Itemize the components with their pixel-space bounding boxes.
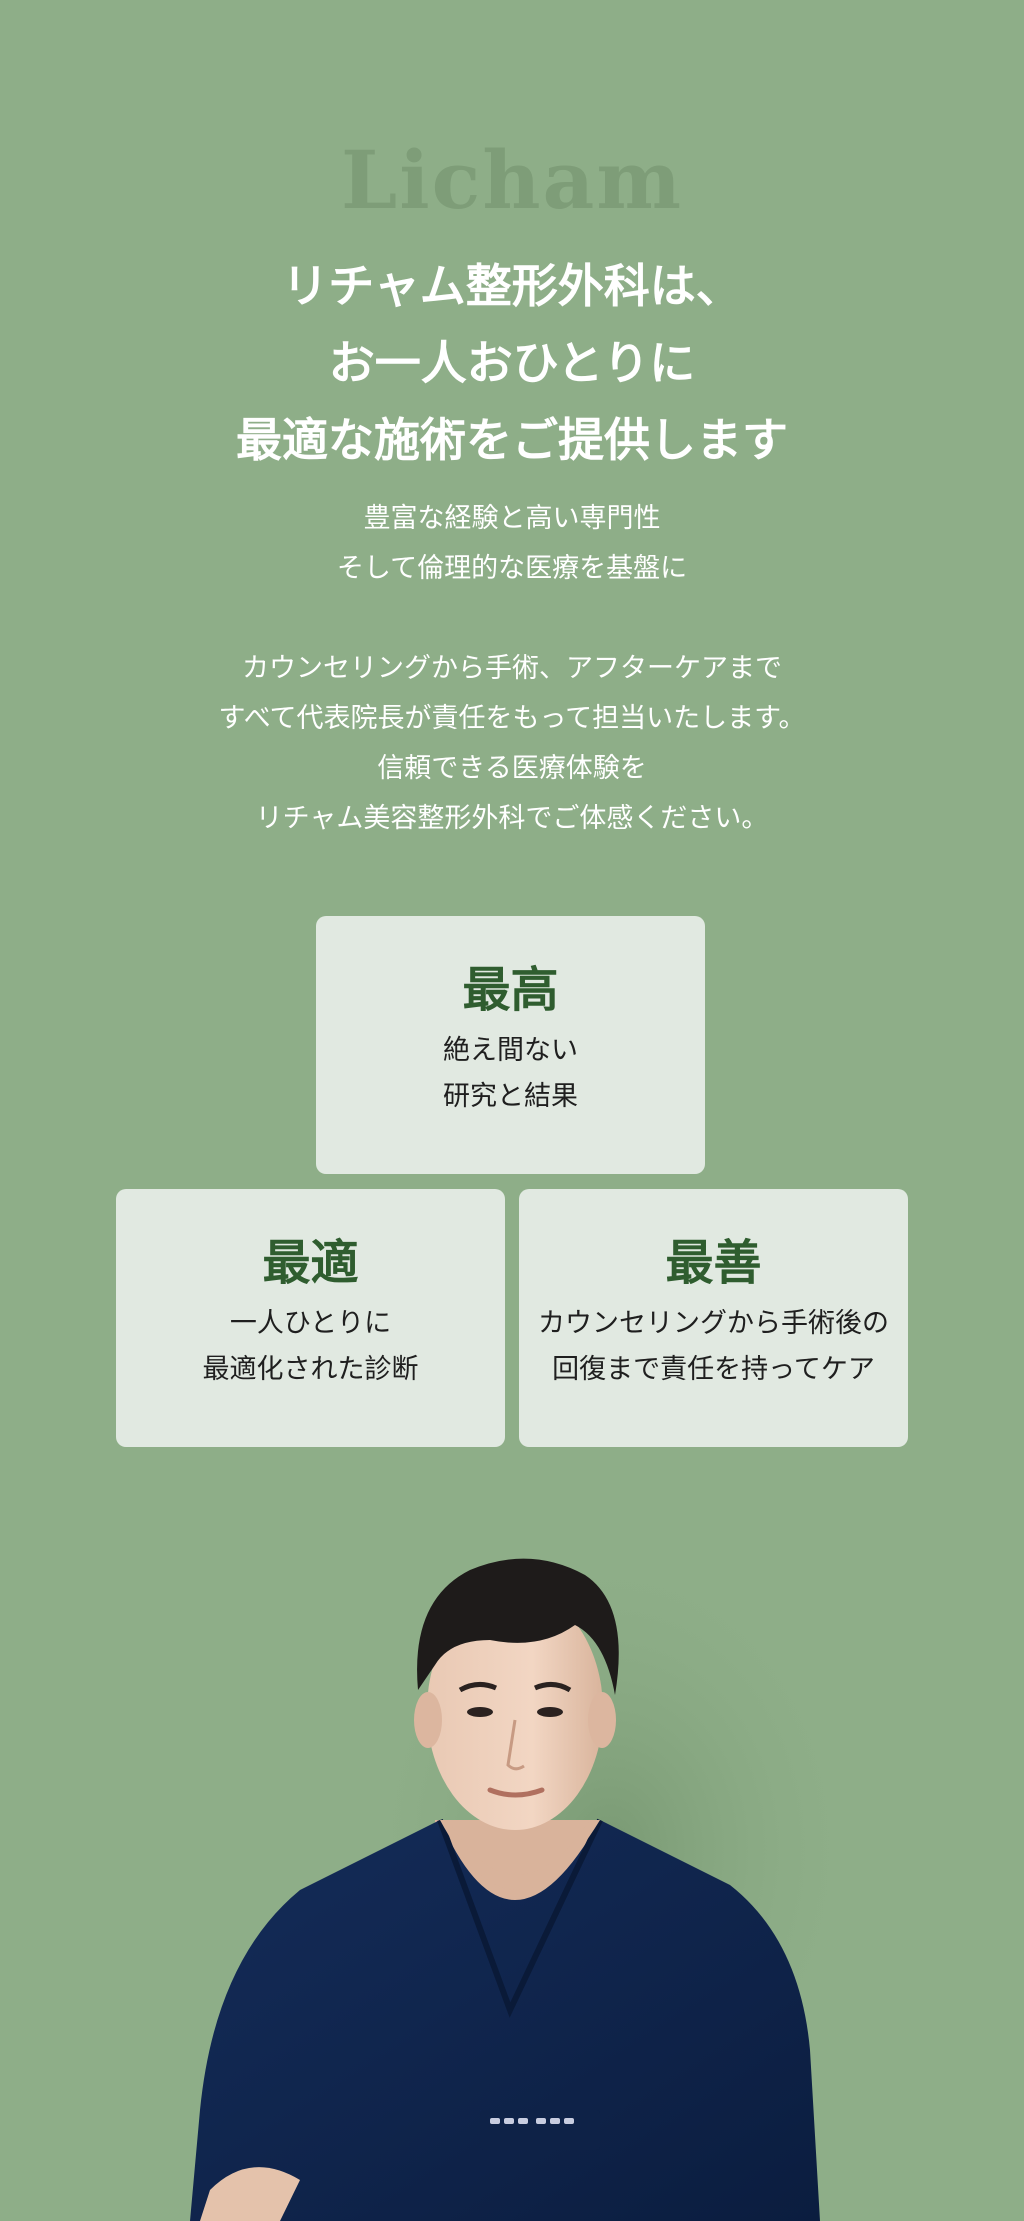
paragraph-gap	[0, 594, 1024, 644]
right-eyebrow	[533, 1682, 572, 1693]
brand-logo: Licham	[341, 133, 683, 227]
right-eye	[537, 1707, 563, 1717]
card-title: 最適	[262, 1235, 359, 1291]
headline-line: お一人おひとりに	[328, 336, 696, 390]
card-desc-line: 研究と結果	[443, 1081, 578, 1112]
card-desc-line: 一人ひとりに	[229, 1308, 392, 1339]
face	[427, 1590, 603, 1830]
card-desc-line: 最適化された診断	[202, 1354, 419, 1385]
intro-line: そして倫理的な医療を基盤に	[336, 553, 688, 584]
intro-text: 豊富な経験と高い専門性 そして倫理的な医療を基盤に カウンセリングから手術、アフ…	[0, 494, 1024, 844]
hand	[200, 2167, 300, 2221]
card-desc-line: 回復まで責任を持ってケア	[552, 1354, 875, 1385]
card-title: 最善	[665, 1235, 762, 1291]
intro-line: 豊富な経験と高い専門性	[363, 503, 661, 534]
value-card-optimal: 最適 一人ひとりに 最適化された診断	[116, 1189, 505, 1447]
scrubs-pocket	[480, 2110, 600, 2150]
value-card-best: 最高 絶え間ない 研究と結果	[316, 916, 705, 1174]
left-ear	[414, 1692, 442, 1748]
right-ear	[588, 1692, 616, 1748]
hair	[417, 1558, 619, 1695]
value-card-finest: 最善 カウンセリングから手術後の 回復まで責任を持ってケア	[519, 1189, 908, 1447]
intro-line: 信頼できる医療体験を	[377, 753, 647, 784]
card-title: 最高	[462, 962, 559, 1018]
intro-line: リチャム美容整形外科でご体感ください。	[255, 803, 769, 834]
chest	[440, 1820, 600, 1890]
intro-line: すべて代表院長が責任をもって担当いたします。	[218, 703, 806, 734]
left-eyebrow	[458, 1682, 498, 1693]
mouth	[487, 1787, 545, 1798]
embroidered-name	[490, 2118, 574, 2124]
doctor-portrait	[190, 1530, 840, 2221]
headline-line: 最適な施術をご提供します	[236, 413, 788, 467]
scrubs	[190, 1820, 820, 2221]
left-eye	[467, 1707, 493, 1717]
intro-line: カウンセリングから手術、アフターケアまで	[242, 653, 782, 684]
scrubs-collar	[437, 1818, 603, 2018]
nose	[506, 1719, 525, 1771]
card-desc-line: カウンセリングから手術後の	[538, 1308, 889, 1339]
headline: リチャム整形外科は、 お一人おひとりに 最適な施術をご提供します	[0, 248, 1024, 479]
headline-line: リチャム整形外科は、	[282, 259, 742, 313]
card-desc-line: 絶え間ない	[443, 1035, 578, 1066]
